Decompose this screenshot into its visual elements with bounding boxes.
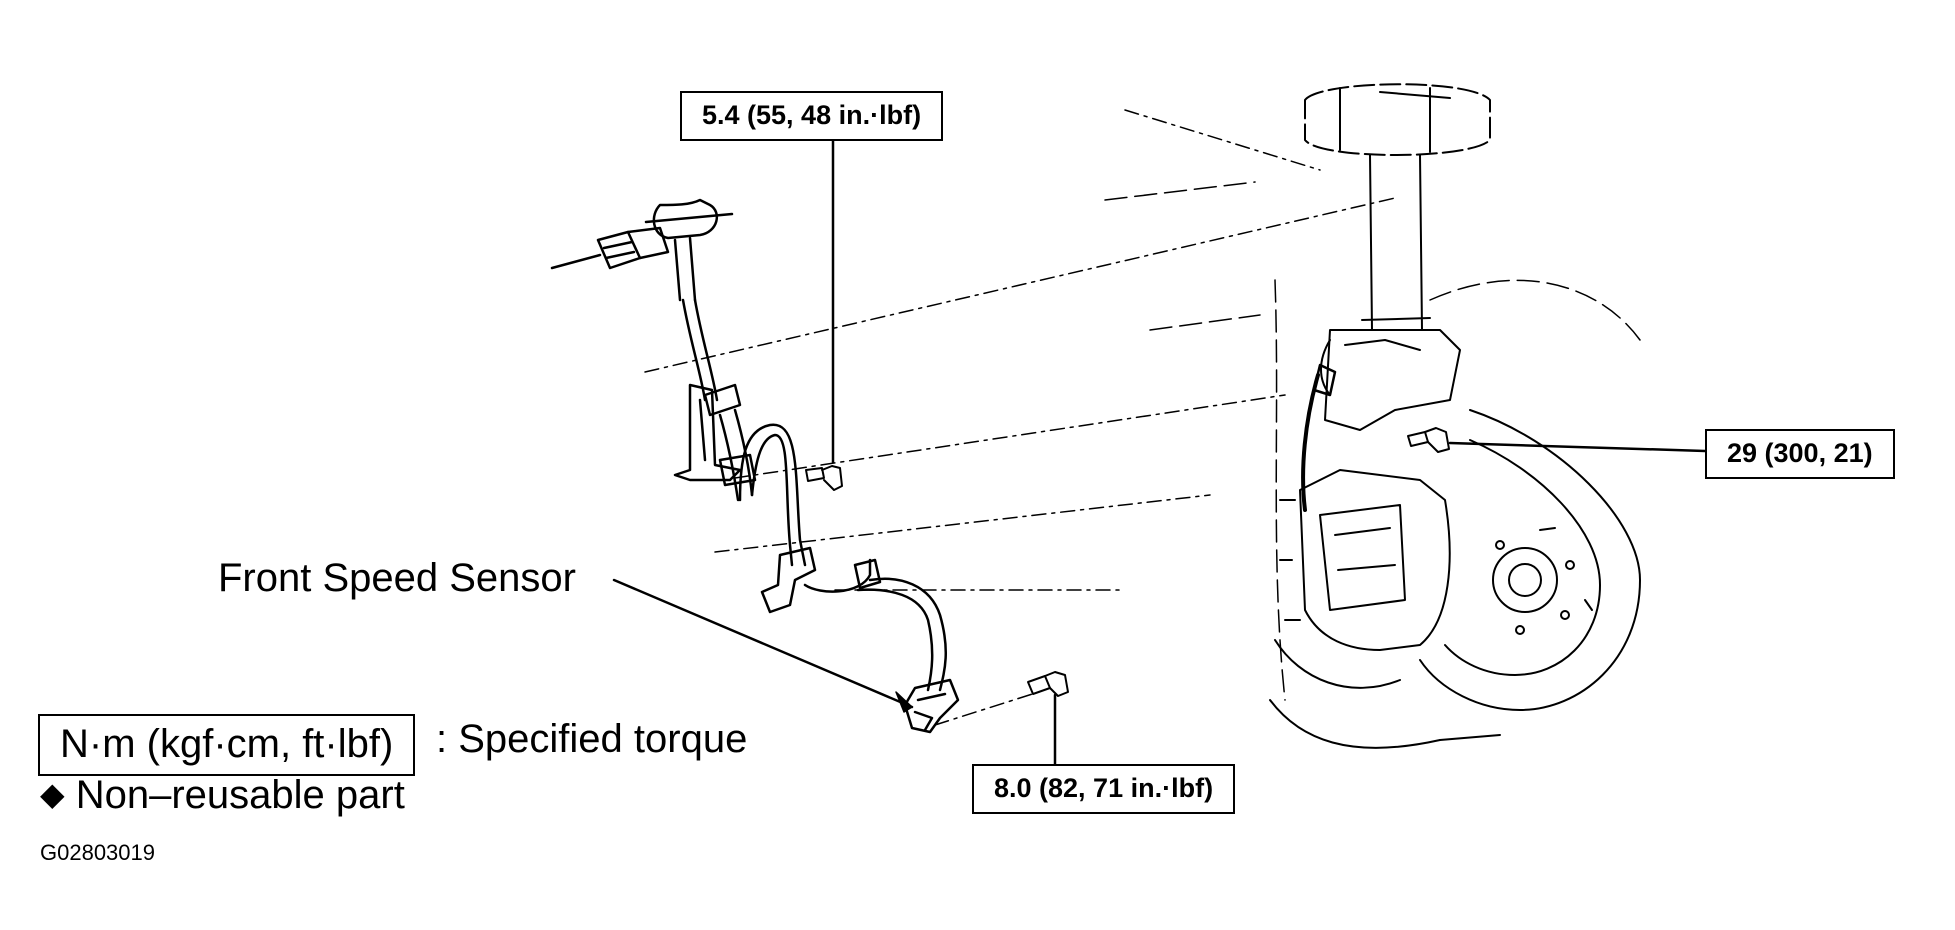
legend-torque-unit-box: N·m (kgf·cm, ft·lbf) bbox=[38, 714, 416, 776]
strut-assembly bbox=[1269, 83, 1501, 749]
leader-lines bbox=[612, 138, 1707, 767]
figure-code: G02803019 bbox=[40, 840, 155, 865]
diamond-icon: ◆ bbox=[40, 775, 65, 813]
torque-label-sensor-bolt: 8.0 (82, 71 in.·lbf) bbox=[972, 764, 1236, 814]
part-label-front-speed-sensor: Front Speed Sensor bbox=[218, 556, 576, 600]
brake-disc bbox=[1419, 409, 1641, 711]
torque-label-sensor-clamp: 5.4 (55, 48 in.·lbf) bbox=[680, 91, 944, 141]
projection-lines bbox=[644, 109, 1396, 726]
legend-non-reusable-row: ◆ Non–reusable part bbox=[40, 775, 405, 815]
body-outline bbox=[1104, 181, 1641, 701]
sensor-leader-arrow bbox=[895, 691, 913, 713]
legend-torque-caption: : Specified torque bbox=[436, 717, 748, 761]
bolts bbox=[805, 427, 1450, 697]
legend-non-reusable-text: Non–reusable part bbox=[75, 773, 405, 817]
speed-sensor-harness bbox=[550, 198, 960, 734]
torque-label-caliper-bracket: 29 (300, 21) bbox=[1705, 429, 1895, 479]
